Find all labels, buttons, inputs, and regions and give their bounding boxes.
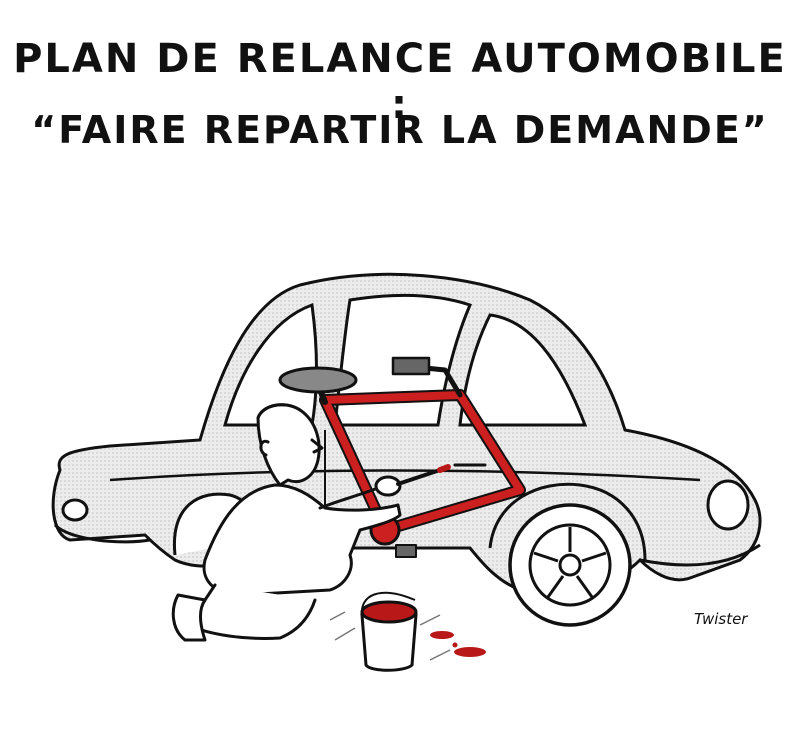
man-arm bbox=[318, 486, 380, 510]
car-rear-bumper bbox=[53, 523, 151, 544]
bicycle-seat bbox=[278, 366, 358, 394]
car-front-bumper bbox=[639, 543, 761, 567]
car-front-hub bbox=[558, 553, 582, 577]
bicycle-handlebar-grip bbox=[391, 356, 431, 376]
man-hair bbox=[256, 403, 302, 420]
man-torso bbox=[202, 483, 402, 597]
bicycle-pedal bbox=[395, 544, 417, 558]
paint-splashes bbox=[430, 631, 486, 657]
painted-bicycle bbox=[278, 356, 526, 558]
paintbrush bbox=[396, 468, 442, 486]
paint-can bbox=[360, 591, 418, 672]
car-rear-window bbox=[223, 302, 318, 427]
ground-hatching bbox=[329, 611, 451, 661]
car-front-wheel-arch bbox=[488, 482, 647, 561]
cartoon-title-line-1: Plan de relance automobile : bbox=[13, 36, 787, 128]
car bbox=[51, 272, 762, 627]
artist-signature: Twister bbox=[694, 610, 748, 628]
bicycle-handlebar-stem bbox=[422, 365, 463, 398]
car-windshield bbox=[458, 313, 588, 427]
painting-man bbox=[171, 403, 451, 642]
car-rim-spokes bbox=[533, 527, 607, 598]
cartoon-title-line-2: “faire repartir la demande” bbox=[31, 108, 769, 152]
man-nose bbox=[310, 438, 324, 454]
man-ear bbox=[259, 439, 270, 457]
car-taillight bbox=[61, 498, 89, 522]
man-shoe bbox=[171, 593, 207, 642]
man-hand bbox=[374, 475, 402, 497]
car-headlight bbox=[706, 479, 750, 531]
